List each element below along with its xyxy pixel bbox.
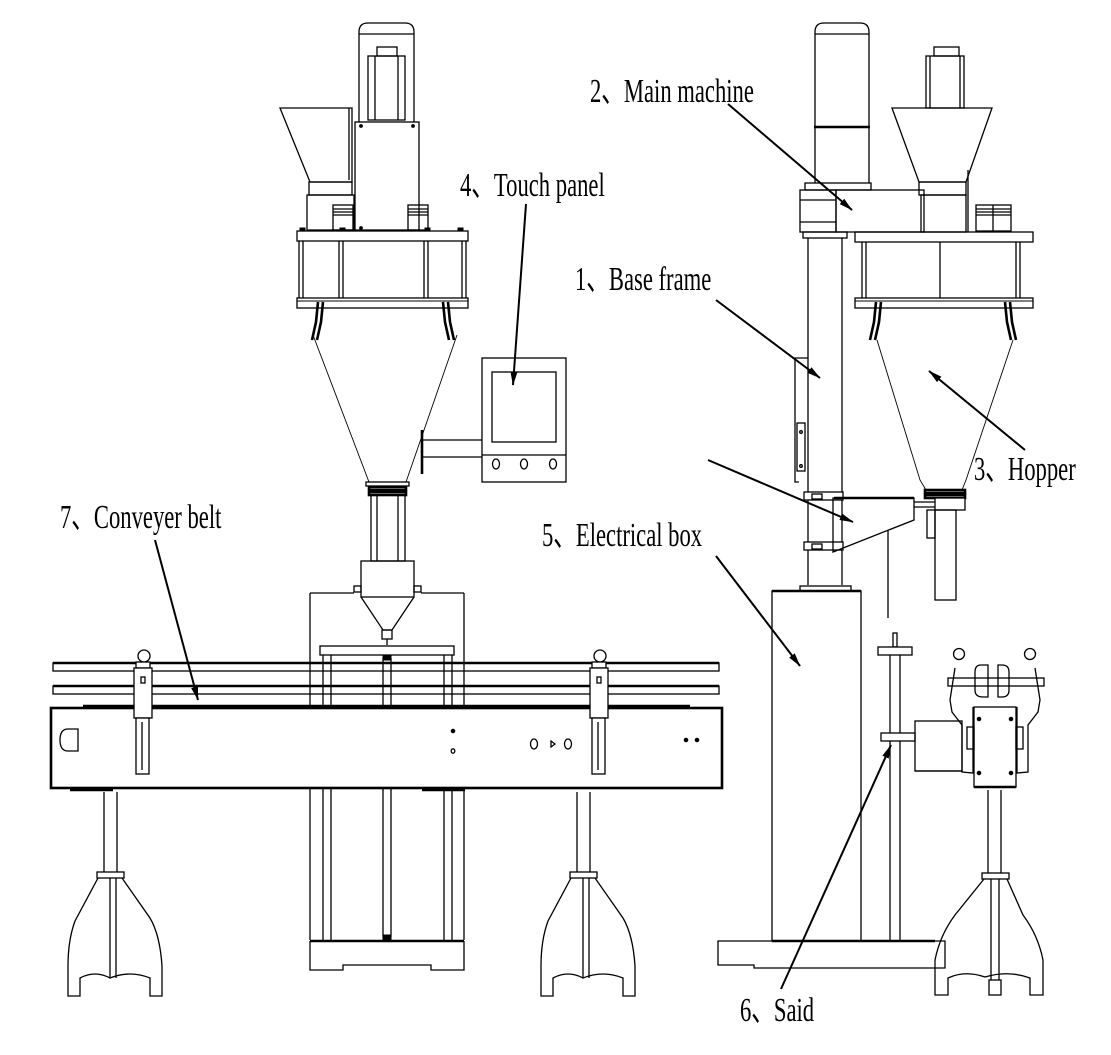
leader-arrows — [154, 103, 1026, 990]
touch-panel-button-icon — [548, 458, 558, 470]
front-motor — [358, 22, 415, 122]
side-feed-hopper — [891, 46, 993, 233]
leader-touch-panel — [510, 203, 527, 386]
front-feed-hopper — [279, 107, 355, 231]
side-motor — [804, 22, 872, 191]
label-touch-panel: 4、Touch panel — [460, 168, 605, 204]
electrical-box — [771, 589, 862, 942]
side-main-machine — [799, 189, 925, 239]
label-said: 6、Said — [740, 993, 814, 1029]
label-electrical-box: 5、Electrical box — [542, 518, 702, 554]
label-hopper: 3、Hopper — [974, 452, 1076, 488]
side-gripper — [947, 647, 1045, 789]
front-main-box — [354, 121, 420, 231]
leader-electrical-box-upper — [707, 459, 854, 523]
label-main-machine: 2、Main machine — [590, 74, 754, 110]
front-cone-hopper — [312, 334, 458, 497]
side-view — [717, 22, 1045, 996]
conveyor-leg-left — [67, 792, 163, 997]
front-view — [49, 22, 724, 997]
front-center-stand — [309, 592, 465, 971]
touch-panel-button-icon — [491, 458, 501, 470]
side-leg — [934, 790, 1044, 996]
guide-bracket-right — [589, 649, 609, 775]
touch-panel-button-icon — [519, 458, 529, 470]
side-mounting-frame — [854, 231, 1034, 341]
said-support — [877, 632, 963, 941]
conveyor — [49, 649, 724, 792]
side-base-column — [794, 238, 935, 618]
labels: 2、Main machine 4、Touch panel 1、Base fram… — [60, 74, 1076, 1029]
leader-conveyer-belt — [154, 539, 199, 701]
leader-main-machine — [727, 103, 853, 211]
guide-bracket-left — [133, 649, 153, 775]
label-conveyer-belt: 7、Conveyer belt — [60, 500, 221, 536]
leader-hopper — [928, 370, 1026, 451]
touch-panel — [420, 357, 567, 483]
leader-electrical-box — [715, 555, 801, 667]
side-base-plate — [717, 940, 946, 969]
leader-said — [780, 744, 892, 990]
label-base-frame: 1、Base frame — [575, 262, 711, 298]
leader-base-frame — [715, 299, 821, 379]
front-mounting-frame — [296, 227, 469, 341]
conveyor-leg-right — [540, 792, 636, 997]
front-auger-tube — [353, 494, 422, 645]
front-gear-stacks — [332, 204, 429, 231]
side-cone-hopper — [876, 339, 1014, 601]
